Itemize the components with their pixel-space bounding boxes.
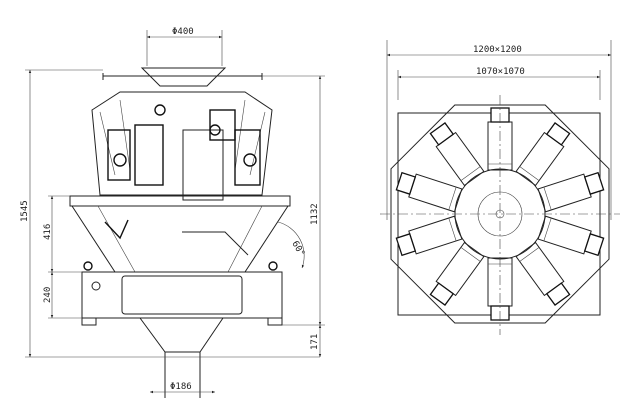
weigh-heads bbox=[395, 107, 605, 321]
dim-inner-size: 1070×1070 bbox=[476, 67, 525, 77]
front-view: Φ400 1545 416 240 1132 171 60° Φ186 bbox=[20, 27, 325, 398]
dim-outer-size: 1200×1200 bbox=[473, 45, 522, 55]
inlet-hopper bbox=[102, 67, 263, 87]
front-dimensions: Φ400 1545 416 240 1132 171 60° Φ186 bbox=[20, 27, 325, 394]
weigh-head bbox=[395, 215, 463, 257]
dim-outlet-diameter: Φ186 bbox=[170, 382, 192, 392]
dim-outlet-clearance: 171 bbox=[310, 334, 320, 350]
dim-frame-lower: 240 bbox=[43, 287, 53, 303]
weigh-head bbox=[429, 122, 485, 187]
dim-body-height: 1132 bbox=[310, 203, 320, 225]
dim-total-height: 1545 bbox=[20, 200, 30, 222]
octagon-body bbox=[390, 104, 610, 324]
weigh-head bbox=[429, 241, 485, 306]
dim-inlet-diameter: Φ400 bbox=[172, 27, 194, 37]
weigh-head bbox=[537, 171, 605, 213]
frame bbox=[69, 195, 291, 326]
weigh-head bbox=[537, 215, 605, 257]
weigh-head bbox=[515, 122, 571, 187]
weigh-head bbox=[395, 171, 463, 213]
dim-frame-upper: 416 bbox=[43, 224, 53, 240]
top-view: 1200×1200 1070×1070 bbox=[380, 40, 620, 335]
discharge-chute bbox=[139, 317, 224, 398]
weighing-body bbox=[91, 91, 273, 201]
dim-angle: 60° bbox=[289, 240, 306, 259]
weigh-head bbox=[515, 241, 571, 306]
